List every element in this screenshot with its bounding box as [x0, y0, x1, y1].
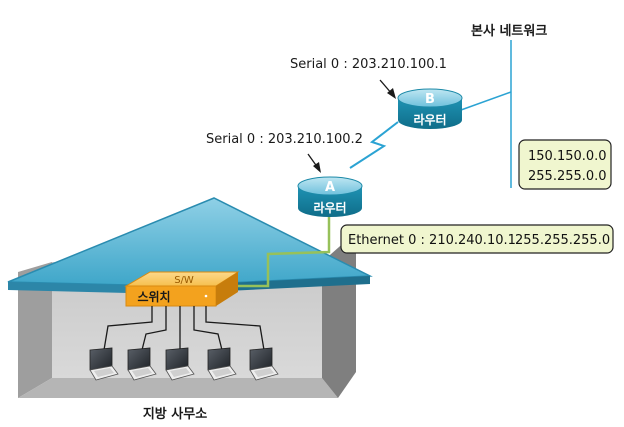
switch-name: 스위치 — [137, 289, 170, 304]
serial-b-arrow — [379, 79, 396, 99]
laptop-icon — [165, 347, 195, 381]
router-a-letter: A — [325, 180, 335, 195]
laptop-icon — [249, 347, 279, 381]
serial-a-arrow — [307, 153, 321, 173]
hq-network-lines — [460, 40, 512, 188]
serial-b-label: Serial 0 : 203.210.100.1 — [290, 57, 447, 72]
hq-network-box: 150.150.0.0 255.255.0.0 — [518, 139, 612, 190]
router-b-letter: B — [425, 92, 435, 107]
router-b-name: 라우터 — [413, 112, 446, 127]
serial-link — [349, 121, 399, 169]
router-b-to-hq-line — [460, 91, 512, 111]
house-floor — [18, 378, 338, 398]
router-a-name: 라우터 — [313, 200, 346, 215]
house-left-wall — [18, 262, 52, 398]
hq-network-address: 150.150.0.0 — [528, 149, 607, 164]
laptop-icon — [127, 347, 157, 381]
ethernet-link — [236, 212, 331, 288]
ethernet-address: Ethernet 0 : 210.240.10.1 — [348, 233, 516, 248]
laptops — [89, 347, 279, 381]
switch: S/W 스위치 — [124, 271, 240, 307]
hq-network-mask: 255.255.0.0 — [528, 169, 607, 184]
serial-a-label: Serial 0 : 203.210.100.2 — [206, 132, 363, 147]
ethernet-mask: 255.255.255.0 — [515, 233, 610, 248]
laptop-icon — [207, 347, 237, 381]
switch-cables — [103, 306, 265, 351]
router-b: B 라우터 — [397, 88, 463, 129]
laptop-icon — [89, 347, 119, 381]
switch-top-label: S/W — [174, 275, 194, 286]
hq-network-label: 본사 네트워크 — [471, 23, 547, 39]
router-a: A 라우터 — [297, 176, 363, 217]
branch-office-label: 지방 사무소 — [143, 406, 207, 422]
ethernet-box: Ethernet 0 : 210.240.10.1 255.255.255.0 — [340, 224, 614, 254]
